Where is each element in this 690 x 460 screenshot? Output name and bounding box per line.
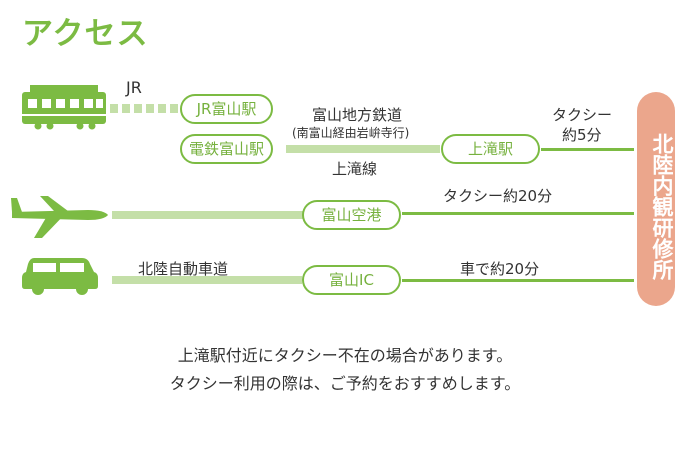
note-taxi-reservation: タクシー利用の際は、ご予約をおすすめします。 <box>169 374 521 393</box>
air-taxi-label: タクシー約20分 <box>443 187 553 205</box>
air-taxi-line <box>402 212 634 215</box>
rail-taxi-time: 約5分 <box>562 126 602 144</box>
car-icon <box>22 258 98 295</box>
jr-dashed-line <box>110 104 178 113</box>
destination-hokuriku-naikan: 北陸内観研修所 <box>637 92 675 306</box>
airplane-icon <box>11 196 108 238</box>
highway-label: 北陸自動車道 <box>138 260 229 278</box>
toyama-airport: 富山空港 <box>302 200 401 230</box>
train-icon <box>22 85 106 130</box>
toyama-ic: 富山IC <box>302 265 401 295</box>
jr-toyama-station: JR富山駅 <box>180 94 273 124</box>
note-taxi-unavailable: 上滝駅付近にタクシー不在の場合があります。 <box>177 346 513 365</box>
rail-line-bar <box>286 145 440 153</box>
rail-line-via: (南富山経由岩峅寺行) <box>292 126 410 140</box>
highway-bar <box>112 276 302 284</box>
air-line-bar <box>112 211 304 219</box>
rail-taxi-line <box>541 148 634 151</box>
rail-line-branch: 上滝線 <box>332 160 378 178</box>
rail-line-name: 富山地方鉄道 <box>312 106 403 124</box>
dentetsu-toyama-station: 電鉄富山駅 <box>180 134 273 164</box>
page-title: アクセス <box>22 16 149 52</box>
jr-label: JR <box>126 78 142 97</box>
car-line <box>402 279 634 282</box>
car-time-label: 車で約20分 <box>460 260 540 278</box>
kamidaki-station: 上滝駅 <box>441 134 540 164</box>
rail-taxi-label: タクシー <box>552 106 613 124</box>
